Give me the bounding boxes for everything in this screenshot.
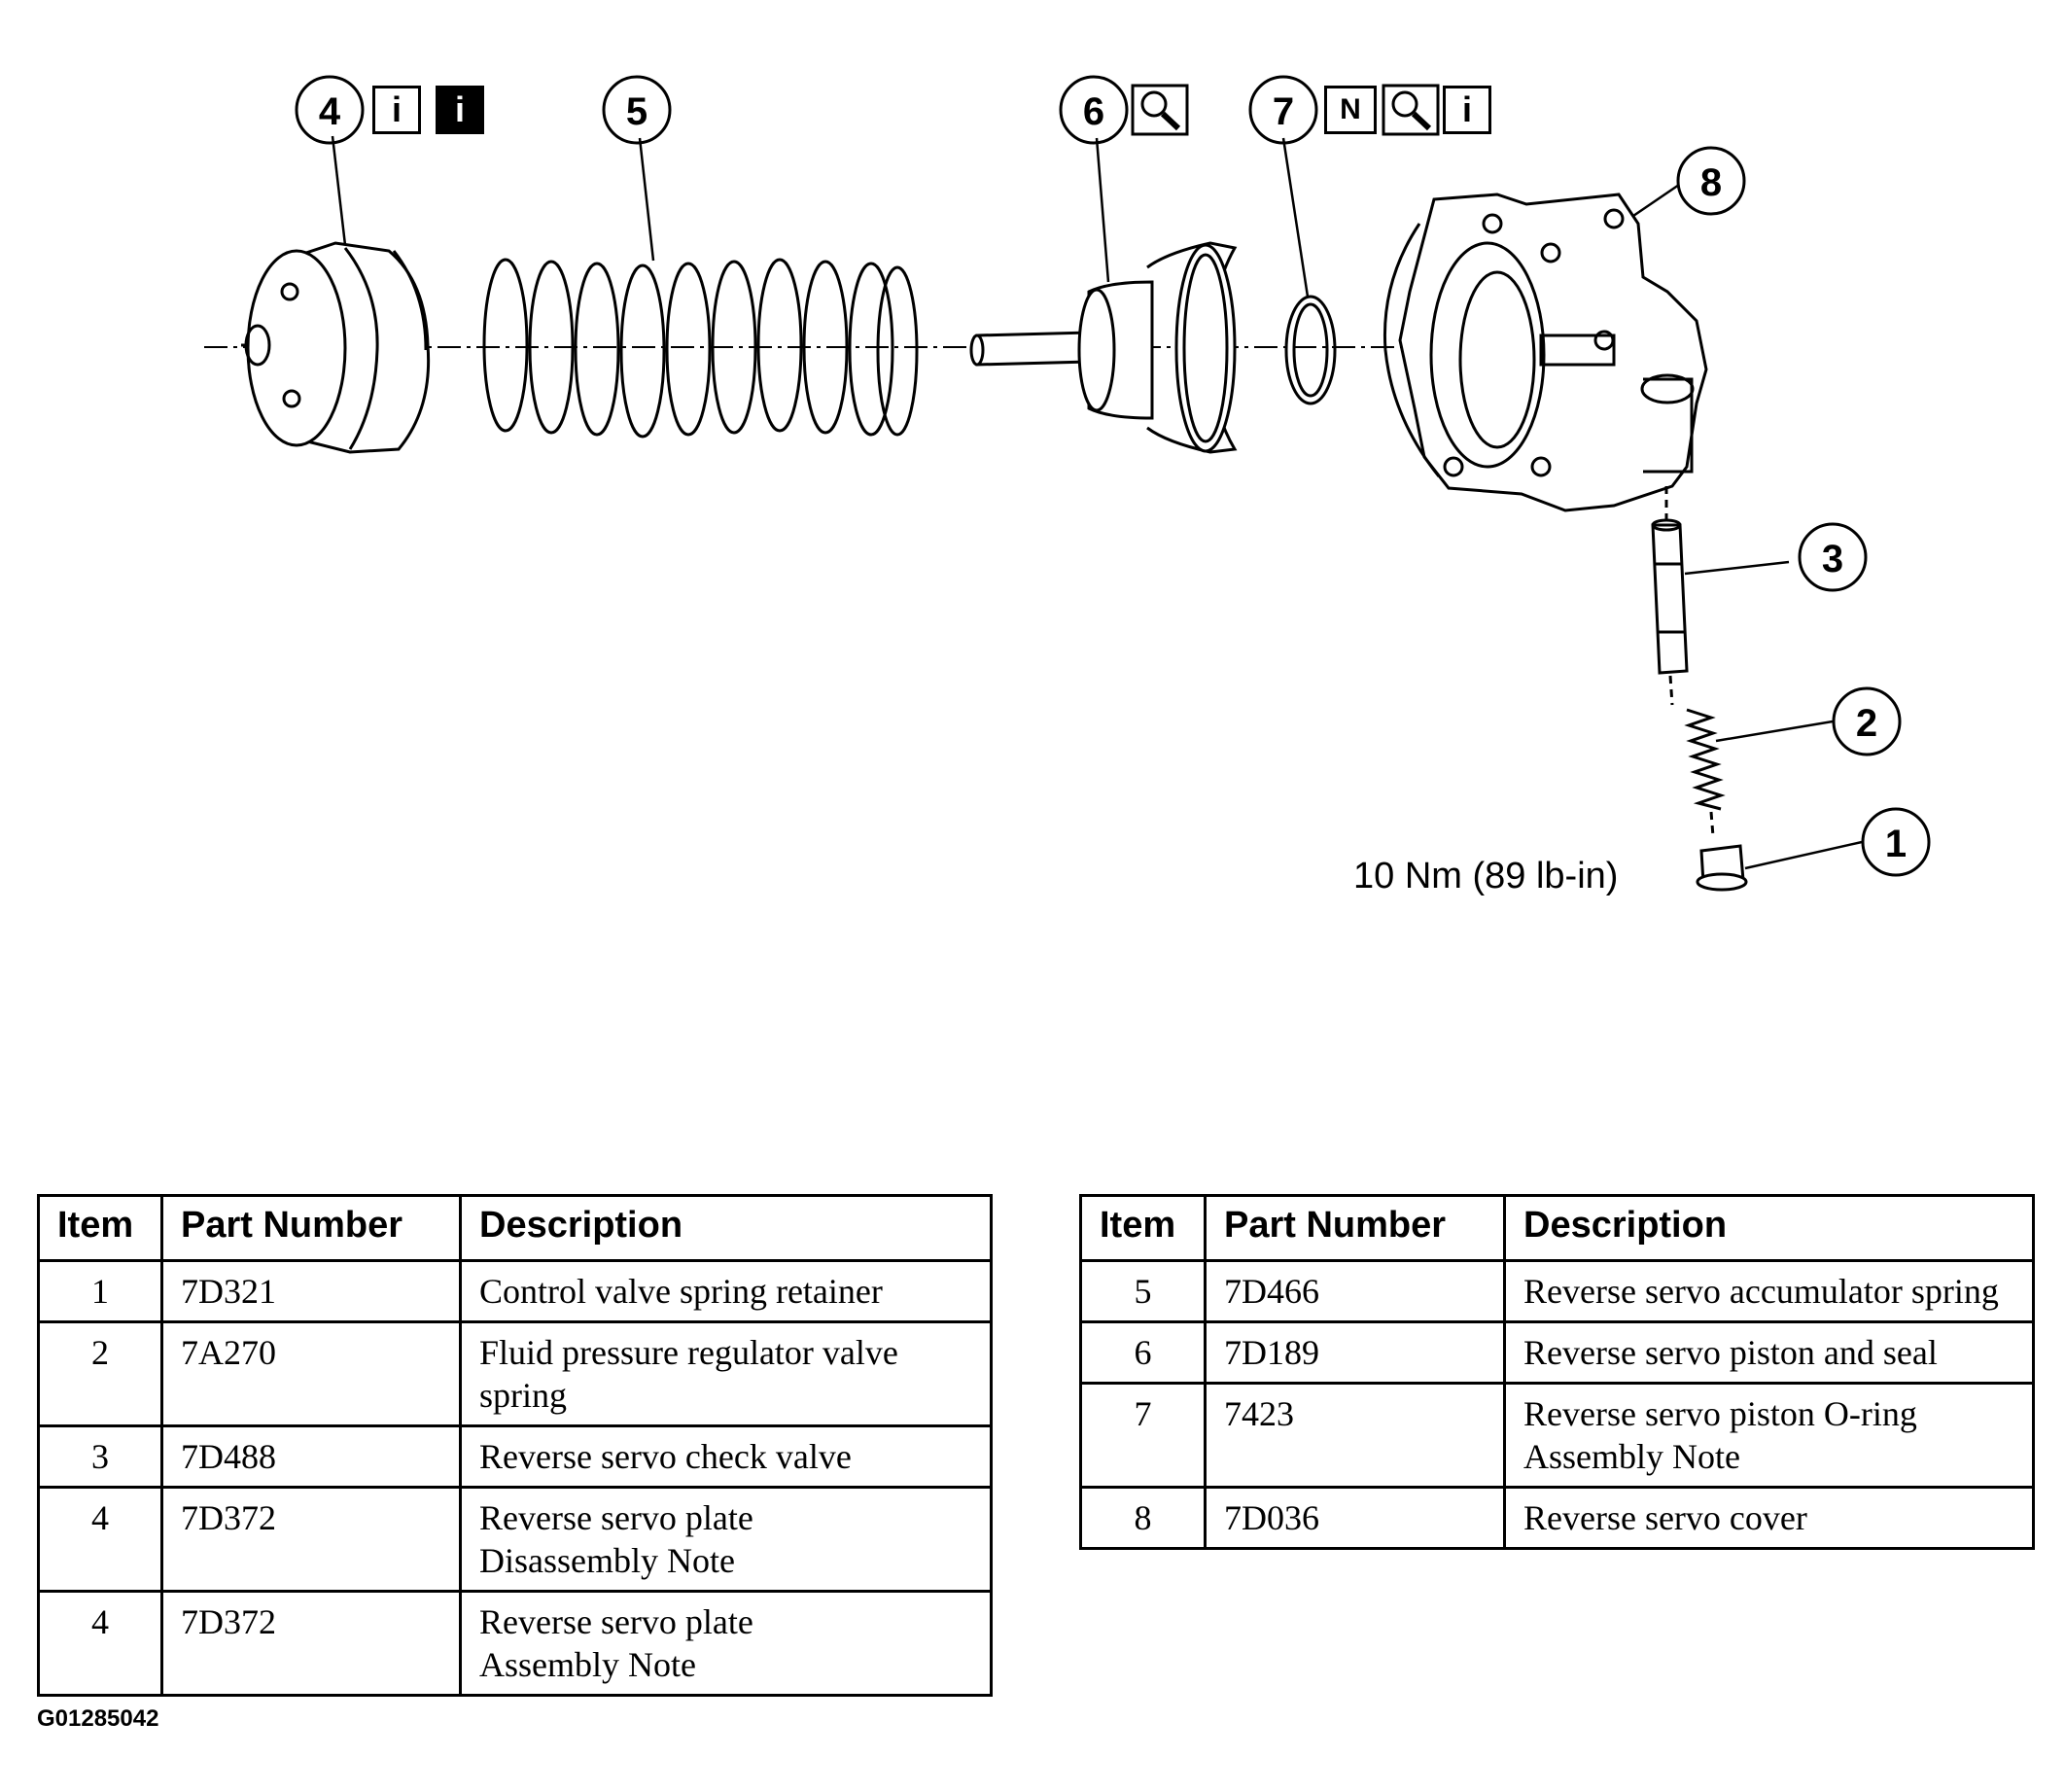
description-cell: Reverse servo plate Assembly Note <box>459 1590 993 1697</box>
item-cell: 5 <box>1079 1259 1207 1323</box>
description-cell: Reverse servo cover <box>1503 1486 2035 1550</box>
callout-circle-3 <box>1798 522 1868 592</box>
parts-table-right: Item Part Number Description 5 7D466 Rev… <box>1079 1194 2035 1550</box>
part-number-cell: 7D189 <box>1204 1320 1506 1385</box>
description-text: Reverse servo plate <box>479 1602 753 1641</box>
piston-and-seal-part <box>969 241 1238 454</box>
table-row: 1 7D321 Control valve spring retainer <box>37 1259 993 1323</box>
disassembly-note-link[interactable]: Disassembly Note <box>479 1541 735 1580</box>
callout-number-1: 1 <box>1885 823 1907 865</box>
description-cell: Reverse servo check valve <box>459 1424 993 1489</box>
callout-circle-8 <box>1676 146 1746 216</box>
part-number-cell: 7D372 <box>160 1590 462 1697</box>
part-number-cell: 7D466 <box>1204 1259 1506 1323</box>
description-text: Control valve spring retainer <box>479 1272 883 1311</box>
table-header-row: Item Part Number Description <box>37 1194 993 1262</box>
callout-number-2: 2 <box>1856 702 1877 745</box>
description-text: Reverse servo accumulator spring <box>1523 1272 1999 1311</box>
callout-circle-2 <box>1832 686 1902 756</box>
header-description: Description <box>459 1194 993 1262</box>
info-icon-letter: i <box>454 89 465 129</box>
table-header-row: Item Part Number Description <box>1079 1194 2035 1262</box>
part-number-cell: 7D488 <box>160 1424 462 1489</box>
table-row: 4 7D372 Reverse servo plate Disassembly … <box>37 1486 993 1593</box>
description-text: Reverse servo plate <box>479 1498 753 1537</box>
accumulator-spring-part <box>482 258 919 439</box>
info-icon-letter: i <box>1461 89 1472 129</box>
leader-lines <box>331 135 1863 870</box>
callout-number-6: 6 <box>1083 90 1104 133</box>
info-icon: i <box>372 86 421 134</box>
magnifier-icon-6 <box>1131 84 1189 136</box>
new-part-icon-letter: N <box>1340 93 1361 125</box>
callout-circle-5 <box>602 75 672 145</box>
description-cell: Fluid pressure regulator valve spring <box>459 1320 993 1427</box>
description-cell: Control valve spring retainer <box>459 1259 993 1323</box>
description-cell: Reverse servo piston O-ring Assembly Not… <box>1503 1382 2035 1489</box>
callout-number-4: 4 <box>319 90 341 133</box>
reverse-servo-cover-part <box>1382 193 1708 512</box>
description-text: Reverse servo cover <box>1523 1498 1807 1537</box>
assembly-note-link[interactable]: Assembly Note <box>1523 1437 1740 1476</box>
description-text: Reverse servo piston and seal <box>1523 1333 1938 1372</box>
table-row: 3 7D488 Reverse servo check valve <box>37 1424 993 1489</box>
part-number-cell: 7A270 <box>160 1320 462 1427</box>
new-part-icon: N <box>1324 86 1377 134</box>
callout-circle-7 <box>1248 75 1318 145</box>
description-cell: Reverse servo piston and seal <box>1503 1320 2035 1385</box>
header-part-number: Part Number <box>1204 1194 1506 1262</box>
table-row: 5 7D466 Reverse servo accumulator spring <box>1079 1259 2035 1323</box>
item-cell: 4 <box>37 1590 163 1697</box>
info-icon: i <box>436 86 484 134</box>
parts-table-left: Item Part Number Description 1 7D321 Con… <box>37 1194 993 1697</box>
spring-retainer-part <box>1696 844 1748 892</box>
item-cell: 2 <box>37 1320 163 1427</box>
info-icon: i <box>1443 86 1491 134</box>
callout-number-3: 3 <box>1822 538 1843 580</box>
callout-number-5: 5 <box>626 90 648 133</box>
callout-circles <box>295 75 1931 877</box>
table-row: 4 7D372 Reverse servo plate Assembly Not… <box>37 1590 993 1697</box>
table-row: 8 7D036 Reverse servo cover <box>1079 1486 2035 1550</box>
header-part-number: Part Number <box>160 1194 462 1262</box>
check-valve-part <box>1651 486 1689 706</box>
item-cell: 4 <box>37 1486 163 1593</box>
description-text: Fluid pressure regulator valve spring <box>479 1333 898 1415</box>
exploded-parts-diagram: 4 5 6 7 8 3 2 1 <box>204 75 1931 892</box>
table-row: 7 7423 Reverse servo piston O-ring Assem… <box>1079 1382 2035 1489</box>
reverse-servo-plate-part <box>241 241 431 454</box>
magnifier-icon-7 <box>1382 84 1440 136</box>
item-cell: 7 <box>1079 1382 1207 1489</box>
callout-circle-6 <box>1059 75 1129 145</box>
description-text: Reverse servo piston O-ring <box>1523 1394 1917 1433</box>
piston-o-ring-part <box>1284 295 1337 405</box>
torque-spec-label: 10 Nm (89 lb-in) <box>1353 856 1619 896</box>
assembly-note-link[interactable]: Assembly Note <box>479 1645 696 1684</box>
regulator-valve-spring-part <box>1684 708 1726 837</box>
item-cell: 3 <box>37 1424 163 1489</box>
callout-circle-4 <box>295 75 365 145</box>
description-cell: Reverse servo plate Disassembly Note <box>459 1486 993 1593</box>
item-cell: 6 <box>1079 1320 1207 1385</box>
callout-number-8: 8 <box>1700 161 1722 204</box>
part-number-cell: 7D321 <box>160 1259 462 1323</box>
description-cell: Reverse servo accumulator spring <box>1503 1259 2035 1323</box>
table-row: 6 7D189 Reverse servo piston and seal <box>1079 1320 2035 1385</box>
table-row: 2 7A270 Fluid pressure regulator valve s… <box>37 1320 993 1427</box>
callout-circle-1 <box>1861 807 1931 877</box>
header-item: Item <box>1079 1194 1207 1262</box>
description-text: Reverse servo check valve <box>479 1437 852 1476</box>
info-icon-letter: i <box>391 89 402 129</box>
part-number-cell: 7423 <box>1204 1382 1506 1489</box>
item-cell: 1 <box>37 1259 163 1323</box>
part-number-cell: 7D036 <box>1204 1486 1506 1550</box>
item-cell: 8 <box>1079 1486 1207 1550</box>
part-number-cell: 7D372 <box>160 1486 462 1593</box>
header-description: Description <box>1503 1194 2035 1262</box>
callout-number-7: 7 <box>1273 90 1294 133</box>
figure-reference-code: G01285042 <box>37 1705 159 1732</box>
header-item: Item <box>37 1194 163 1262</box>
